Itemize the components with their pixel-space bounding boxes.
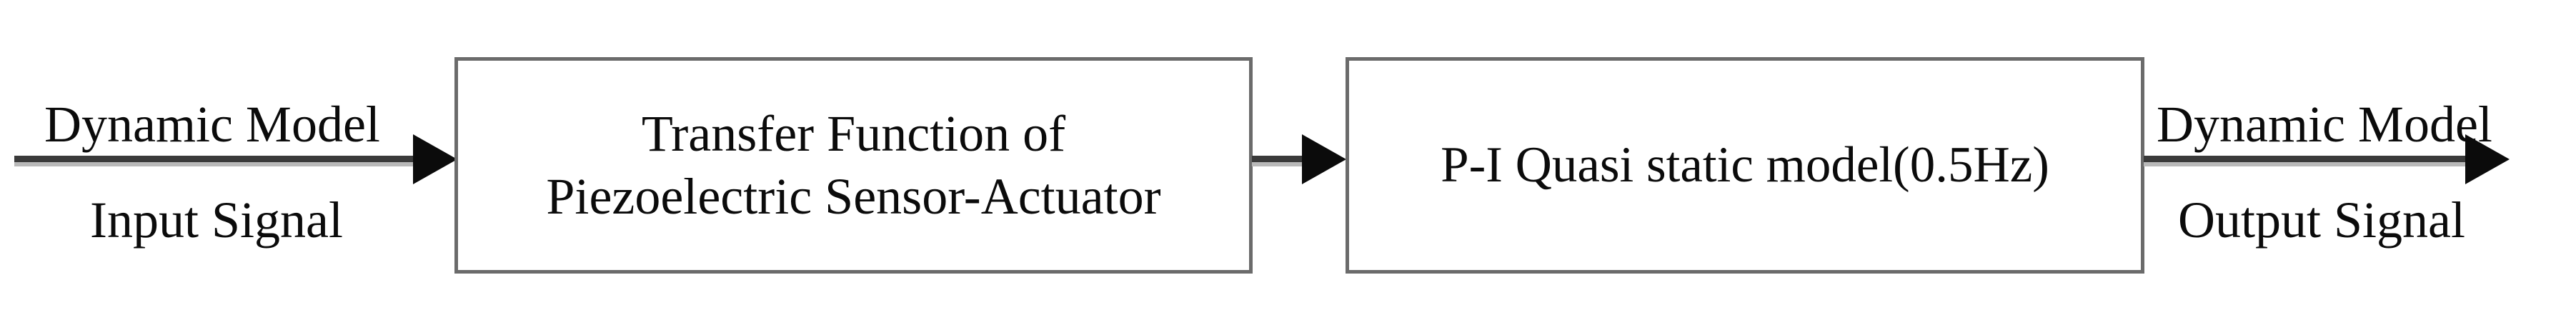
output-signal-wire [2144, 156, 2471, 162]
output-signal-top-label: Dynamic Model [2157, 96, 2492, 153]
block-pi-quasi-static-model[interactable]: P-I Quasi static model(0.5Hz) [1346, 57, 2144, 274]
input-wire-shadow [14, 162, 422, 166]
block-transfer-function-line2: Piezoelectric Sensor-Actuator [546, 167, 1161, 225]
arrow-right-icon-into-transfer-function [413, 134, 457, 184]
middle-wire-shadow [1252, 162, 1302, 166]
output-signal-bottom-label: Output Signal [2178, 191, 2466, 249]
input-signal-wire [14, 156, 422, 162]
block-pi-model-line1: P-I Quasi static model(0.5Hz) [1441, 137, 2049, 194]
input-signal-bottom-label: Input Signal [90, 191, 343, 249]
input-signal-top-label: Dynamic Model [44, 96, 380, 153]
block-transfer-function[interactable]: Transfer Function of Piezoelectric Senso… [454, 57, 1253, 274]
arrow-right-icon-output-end [2465, 134, 2510, 184]
arrow-right-icon-into-pi-model [1302, 134, 1346, 184]
block-transfer-function-line1: Transfer Function of [641, 104, 1066, 162]
output-wire-shadow [2144, 162, 2471, 166]
block1-to-block2-wire [1252, 156, 1302, 162]
